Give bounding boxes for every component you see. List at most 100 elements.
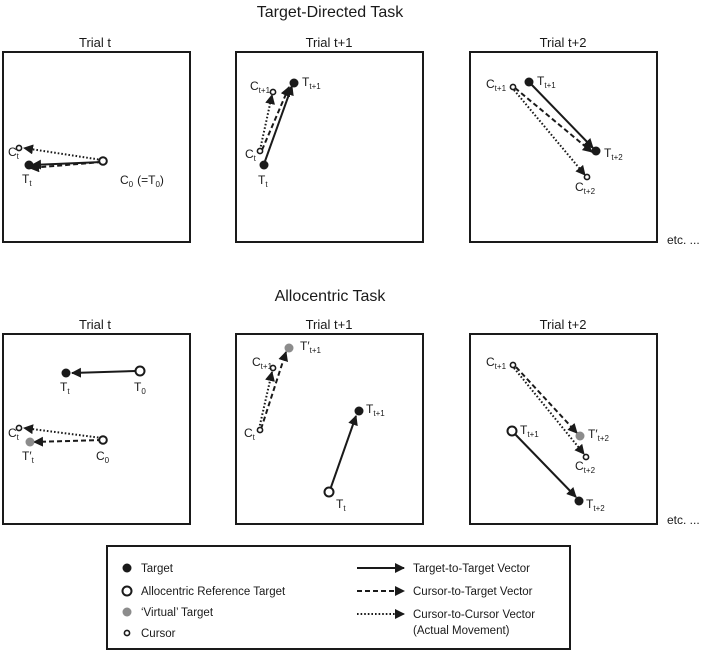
- target-dot: [574, 496, 584, 506]
- trial-t2-title: Trial t+2: [540, 35, 587, 50]
- cursor-marker: [509, 361, 517, 369]
- reference-target-label: Tt+1: [520, 423, 539, 439]
- target-label: Tt+2: [586, 497, 605, 513]
- target-dot: [354, 406, 364, 416]
- target-to-target-vector: [71, 367, 137, 378]
- cursor-label: Ct+2: [575, 180, 596, 196]
- target-label: Tt: [258, 173, 268, 189]
- legend-cursor-label: Cursor: [141, 628, 176, 640]
- target-to-target-vector: [263, 85, 294, 165]
- cursor-marker: [256, 426, 264, 434]
- legend-reference-symbol: [121, 585, 133, 597]
- trial-t-title: Trial t: [79, 317, 111, 332]
- panel-target-directed-trial-t: [2, 51, 191, 243]
- start-cursor-label: C0(=T0): [120, 173, 164, 189]
- reference-target-label: Tt: [336, 497, 346, 513]
- cursor-to-target-vector: [514, 87, 593, 153]
- trial-t1-title: Trial t+1: [306, 35, 353, 50]
- td-trial-t2-content: Tt+1 Ct+1 Tt+2 Ct+2: [486, 74, 623, 196]
- legend-target-to-target-label: Target-to-Target Vector: [413, 563, 530, 575]
- cursor-label: Ct+1: [252, 355, 273, 371]
- target-label: Tt: [60, 380, 70, 396]
- target-label: Tt+1: [302, 75, 321, 91]
- cursor-to-target-vector: [29, 161, 103, 173]
- virtual-target-label: T′t: [22, 449, 35, 465]
- allocentric-reference-target: [323, 486, 335, 498]
- td-trial-t1-content: Tt+1 Ct+1 Ct Tt: [245, 75, 321, 189]
- etc-label: etc. ...: [667, 233, 700, 247]
- trial-t1-title: Trial t+1: [306, 317, 353, 332]
- cursor-marker: [583, 173, 591, 181]
- cursor-label: Ct: [244, 426, 256, 442]
- virtual-target-dot: [284, 343, 294, 353]
- cursor-label: Ct: [8, 426, 20, 442]
- trial-t-title: Trial t: [79, 35, 111, 50]
- legend-target-label: Target: [141, 563, 174, 575]
- legend-virtual-symbol: [122, 607, 132, 617]
- target-label: Tt+2: [604, 146, 623, 162]
- panel-target-directed-trial-t1: [235, 51, 424, 243]
- td-trial-t-content: Ct Tt C0(=T0): [8, 144, 164, 189]
- cursor-to-target-vector: [260, 351, 288, 430]
- target-dot: [289, 78, 299, 88]
- cursor-to-cursor-vector: [513, 367, 585, 455]
- target-to-target-vector: [329, 415, 358, 491]
- etc-label: etc. ...: [667, 513, 700, 527]
- cursor-marker: [15, 424, 23, 432]
- cursor-label: Ct+2: [575, 459, 596, 475]
- cursor-label: Ct+1: [486, 355, 507, 371]
- cursor-marker: [15, 144, 23, 152]
- allocentric-title: Allocentric Task: [275, 288, 387, 305]
- start-cursor-marker: [98, 435, 108, 445]
- target-label: Tt+1: [366, 402, 385, 418]
- cursor-label: Ct: [8, 145, 20, 161]
- target-label: Tt+1: [537, 74, 556, 90]
- cursor-label: Ct+1: [486, 77, 507, 93]
- cursor-to-target-vector: [515, 366, 578, 434]
- cursor-label: Ct+1: [250, 79, 271, 95]
- legend-virtual-label: ‘Virtual’ Target: [141, 607, 214, 619]
- legend-cursor-symbol: [123, 629, 131, 637]
- target-label: Tt: [22, 172, 32, 188]
- target-dot: [591, 146, 601, 156]
- target-directed-title: Target-Directed Task: [257, 4, 404, 21]
- panel-allocentric-trial-t: [2, 333, 191, 525]
- start-cursor-marker: [98, 156, 108, 166]
- panel-allocentric-trial-t2: [469, 333, 658, 525]
- target-dot: [24, 160, 34, 170]
- cursor-to-cursor-vector: [258, 371, 275, 430]
- cursor-to-cursor-vector: [513, 89, 586, 176]
- start-cursor-label: C0: [96, 449, 110, 465]
- target-to-target-vector: [512, 431, 577, 498]
- cursor-marker: [269, 88, 277, 96]
- legend-cursor-to-cursor-label: Cursor-to-Cursor Vector: [413, 609, 535, 621]
- allo-trial-t1-content: T′t+1 Ct+1 Ct Tt+1 Tt: [244, 339, 385, 513]
- legend-target-symbol: [122, 563, 132, 573]
- legend-box: [106, 545, 571, 650]
- cursor-marker: [269, 364, 277, 372]
- target-to-target-vector: [529, 82, 594, 149]
- cursor-label: Ct: [245, 147, 257, 163]
- target-dot: [61, 368, 71, 378]
- target-dot: [524, 77, 534, 87]
- allocentric-reference-target: [506, 425, 518, 437]
- legend: Target Allocentric Reference Target ‘Vir…: [106, 545, 571, 650]
- virtual-target-label: T′t+2: [588, 427, 609, 443]
- cursor-marker: [582, 453, 590, 461]
- cursor-to-cursor-vector: [23, 144, 103, 161]
- legend-cursor-to-target-label: Cursor-to-Target Vector: [413, 586, 533, 598]
- virtual-target-dot: [575, 431, 585, 441]
- legend-reference-label: Allocentric Reference Target: [141, 586, 286, 598]
- cursor-to-target-vector: [261, 86, 291, 151]
- legend-actual-movement-label: (Actual Movement): [413, 625, 510, 637]
- cursor-to-cursor-vector: [23, 424, 103, 439]
- virtual-target-dot: [25, 437, 35, 447]
- panel-target-directed-trial-t2: [469, 51, 658, 243]
- cursor-marker: [509, 83, 517, 91]
- reference-target-label: T0: [134, 380, 146, 396]
- allocentric-reference-target: [134, 365, 146, 377]
- allo-trial-t2-content: Ct+1 T′t+2 Ct+2 Tt+1 Tt+2: [486, 355, 609, 513]
- trial-t2-title: Trial t+2: [540, 317, 587, 332]
- target-dot: [259, 160, 269, 170]
- allo-trial-t-content: Tt T0 Ct T′t C0: [8, 365, 146, 465]
